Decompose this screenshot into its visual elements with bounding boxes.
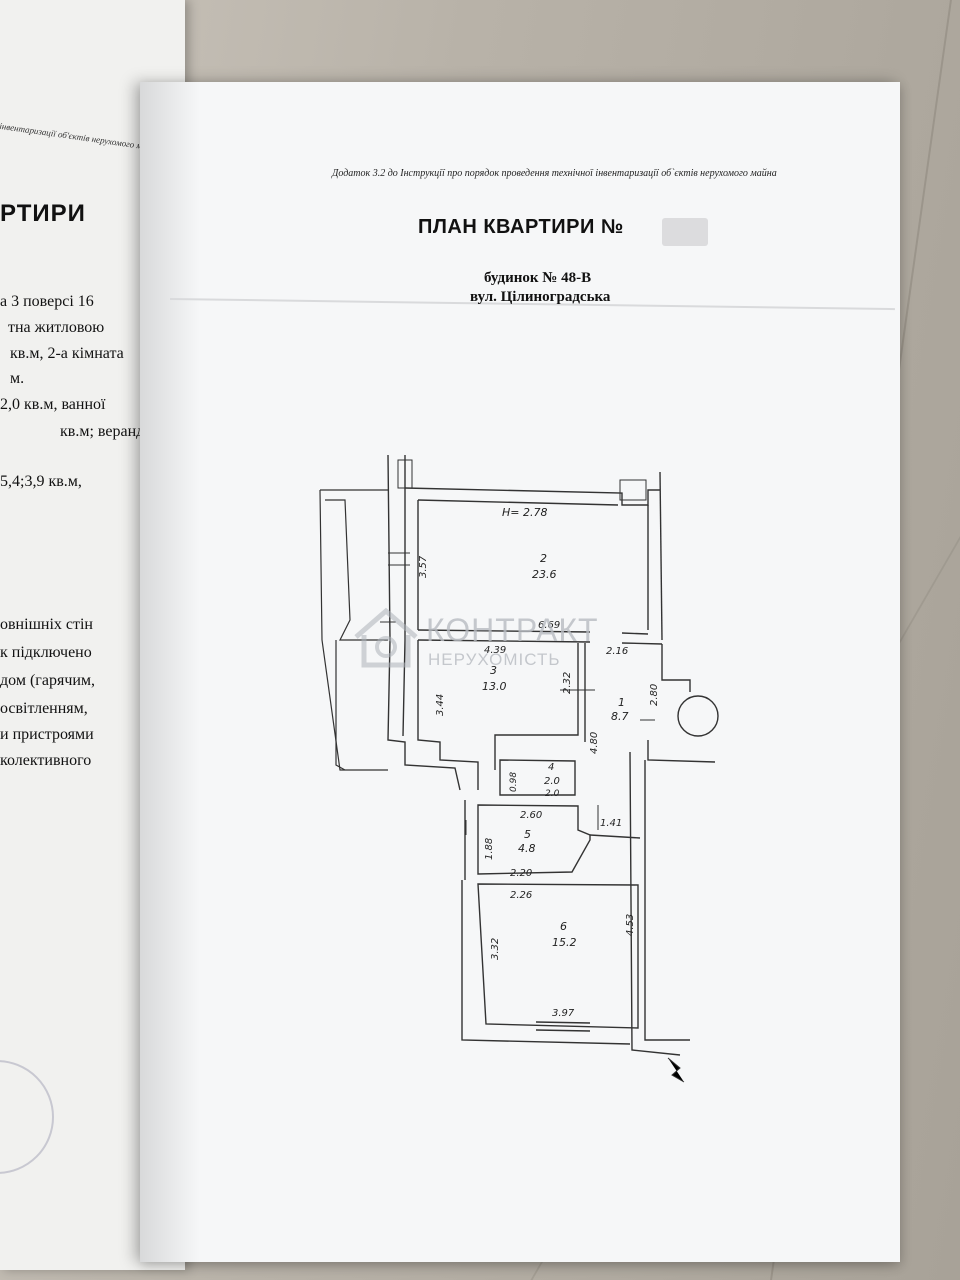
dimension-label: 1.88 <box>484 838 495 860</box>
balcony-rail <box>335 640 346 771</box>
wall <box>644 760 690 1041</box>
door-mark <box>465 820 685 1083</box>
dimension-label: 2.0 <box>545 789 560 799</box>
binding-shadow <box>140 82 200 1262</box>
dimension-label: 0.98 <box>509 772 519 792</box>
dimension-label: 4.39 <box>484 645 506 656</box>
left-page-line: 5,4;3,9 кв.м, <box>0 473 82 490</box>
left-page-line: дом (гарячим, <box>0 672 96 689</box>
left-page-title: РТИРИ <box>0 200 86 227</box>
room-2-number: 2 <box>540 552 547 565</box>
room-1-number: 1 <box>618 696 625 709</box>
room-5-number: 5 <box>524 828 531 841</box>
room-5-area: 4.8 <box>518 842 536 855</box>
stair-shaft-icon <box>677 695 719 737</box>
window-mark <box>388 552 410 566</box>
dimension-label: 3.32 <box>490 938 501 960</box>
vent-shaft <box>619 479 647 501</box>
wall <box>477 804 591 875</box>
wall <box>417 629 649 635</box>
left-page-line: тна житловою <box>8 319 105 336</box>
left-page-line: освітленням, <box>0 700 88 717</box>
dimension-label: 4.80 <box>589 732 600 754</box>
window <box>535 1021 591 1032</box>
balcony <box>319 489 388 771</box>
walls <box>387 454 716 1056</box>
left-page-line: кв.м; веранди <box>60 423 153 440</box>
left-page-line: кв.м, 2-а кімната <box>10 345 124 362</box>
dimension-label: 2.20 <box>510 868 532 879</box>
left-page-line: овнішніх стін <box>0 616 93 633</box>
redacted-number <box>662 218 708 246</box>
dimension-label: 3.97 <box>552 1008 575 1019</box>
room-2-area: 23.6 <box>532 568 557 581</box>
watermark-house-icon <box>354 607 418 668</box>
wall <box>417 499 619 506</box>
left-page-line: 2,0 кв.м, ванної <box>0 396 106 413</box>
dimension-label: 1.41 <box>600 818 622 829</box>
left-page-line: колективного <box>0 752 92 769</box>
watermark-line2: НЕРУХОМІСТЬ <box>428 650 561 669</box>
wall <box>494 643 579 770</box>
room-3-area: 13.0 <box>482 680 507 693</box>
dimension-label: 3.57 <box>418 555 429 578</box>
appendix-caption: Додаток 3.2 до Інструкції про порядок пр… <box>332 168 777 179</box>
wall <box>499 759 576 796</box>
door-mark <box>380 621 655 830</box>
dimension-label: 2.32 <box>562 672 573 694</box>
balcony-outline <box>319 489 388 771</box>
dimension-ticks <box>380 552 685 1083</box>
dimension-label: 4.53 <box>625 914 636 936</box>
left-page-line: а 3 поверсі 16 <box>0 293 94 310</box>
wall <box>629 751 681 1056</box>
balcony-rail <box>325 499 388 641</box>
ceiling-height-label: H= 2.78 <box>502 506 547 519</box>
wall <box>659 471 663 641</box>
vent-shaft <box>397 459 413 489</box>
street-name: вул. Цілиноградська <box>470 289 611 305</box>
room-4-number: 4 <box>548 762 554 773</box>
dimension-label: 2.26 <box>510 890 532 901</box>
watermark-line1: КОНТРАКТ <box>426 612 599 648</box>
dimension-label: 2.16 <box>606 646 628 657</box>
room-1-area: 8.7 <box>611 710 629 723</box>
wall <box>647 740 716 763</box>
house-number: будинок № 48-В <box>484 270 592 286</box>
dimension-label: 2.80 <box>649 684 660 706</box>
left-page-line: и пристроями <box>0 726 94 743</box>
left-page-line: м. <box>10 370 25 387</box>
dimension-label: 2.60 <box>520 810 542 821</box>
wall <box>661 644 691 692</box>
dimension-label: 3.44 <box>435 694 446 716</box>
wall <box>402 455 406 737</box>
room-6-number: 6 <box>560 920 567 933</box>
plan-title: ПЛАН КВАРТИРИ № <box>418 216 624 238</box>
room-3-number: 3 <box>490 664 497 677</box>
room-6-area: 15.2 <box>552 936 577 949</box>
wall <box>589 834 641 839</box>
wall <box>477 883 639 1029</box>
plan-document-page <box>140 82 900 1262</box>
dimension-label: 6.69 <box>538 620 560 631</box>
wall <box>417 639 663 645</box>
wall <box>417 640 479 790</box>
left-page-line: к підключено <box>0 644 92 661</box>
room-4-area: 2.0 <box>544 776 560 787</box>
wall <box>404 487 660 506</box>
wall <box>461 880 631 1045</box>
